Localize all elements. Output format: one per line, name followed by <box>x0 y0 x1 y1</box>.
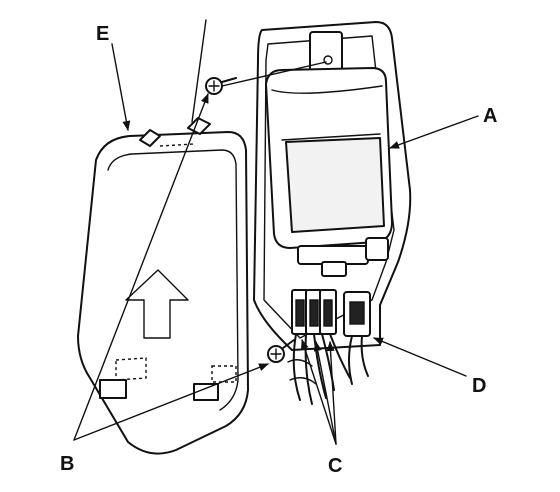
label-e: E <box>96 23 109 45</box>
label-b: B <box>60 453 74 475</box>
callout-leaders <box>73 43 479 445</box>
screw-lower <box>267 339 295 363</box>
cover-arrow-emboss <box>125 269 189 339</box>
label-d: D <box>472 375 486 397</box>
control-unit <box>265 31 393 277</box>
alignment-lines <box>191 19 327 123</box>
label-c: C <box>328 455 342 477</box>
cover-panel <box>77 117 249 455</box>
screw-upper <box>205 77 237 95</box>
connector-set <box>287 289 351 405</box>
label-a: A <box>483 105 497 127</box>
connector-d <box>343 291 371 385</box>
